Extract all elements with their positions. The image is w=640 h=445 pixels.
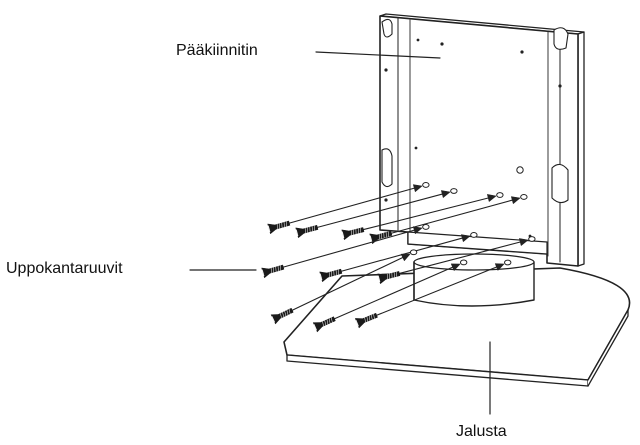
countersunk-screw-icon [341, 227, 365, 240]
screw-hole [422, 224, 430, 230]
bracket-label: Pääkiinnitin [176, 42, 258, 59]
screw-assembly [341, 192, 504, 240]
countersunk-screw-icon [267, 220, 291, 234]
insertion-arrow-head [450, 263, 461, 271]
stand-base-edge-right [587, 309, 629, 387]
insertion-arrow-line [362, 196, 491, 231]
insertion-arrow-head [441, 190, 451, 198]
insertion-arrow-head [487, 194, 497, 202]
insertion-arrow-line [288, 187, 417, 224]
screw-assembly [377, 236, 536, 284]
countersunk-screw-icon [377, 271, 401, 284]
screw-hole [520, 194, 528, 200]
screw-assembly [267, 182, 430, 234]
insertion-arrow-line [282, 229, 417, 268]
countersunk-screw-icon [261, 264, 285, 278]
screw-hole [409, 249, 418, 256]
screw-hole [528, 236, 536, 242]
leader-bracket [315, 51, 441, 59]
screws-label: Uppokantaruuvit [6, 260, 123, 277]
countersunk-screw-icon [369, 230, 393, 244]
insertion-arrow-head [511, 196, 521, 204]
screw-assembly [295, 188, 458, 238]
insertion-arrow-line [390, 199, 515, 234]
screw-assembly [261, 224, 430, 278]
mounting-bracket [379, 13, 585, 267]
keyhole-slot-bottom-left [381, 148, 393, 188]
screw-hole [459, 259, 468, 266]
insertion-arrow-head [400, 253, 411, 261]
insertion-arrow-line [316, 192, 445, 228]
screw-assembly [312, 259, 468, 333]
insertion-arrow-head [413, 226, 423, 234]
screw-hole [496, 192, 504, 198]
insertion-arrow-head [519, 238, 529, 246]
screw-hole [450, 188, 458, 194]
insertion-arrow-line [291, 256, 406, 311]
stand-label: Jalusta [456, 423, 507, 440]
screw-assembly [355, 259, 512, 329]
insertion-arrow-line [398, 240, 523, 275]
countersunk-screw-icon [312, 316, 336, 333]
keyhole-slot-top-right [553, 27, 569, 50]
screw-assembly [369, 194, 528, 244]
screw-assembly [270, 249, 418, 325]
keyhole-slot-top-left [381, 18, 393, 38]
countersunk-screw-icon [295, 224, 319, 238]
insertion-arrow-head [413, 184, 423, 192]
countersunk-screw-icon [355, 312, 378, 329]
stand-pedestal [413, 253, 535, 307]
screw-hole [470, 232, 478, 238]
screw-hole [422, 182, 430, 188]
countersunk-screw-icon [270, 308, 294, 325]
insertion-arrow-head [494, 263, 505, 271]
screw-assembly [319, 232, 478, 282]
screw-layer [261, 182, 536, 333]
keyhole-slot-bottom-right [551, 163, 569, 204]
insertion-arrow-line [376, 265, 499, 316]
stand-base [283, 267, 631, 387]
insertion-arrow-line [333, 265, 456, 320]
countersunk-screw-icon [319, 268, 343, 282]
insertion-arrow-head [461, 234, 471, 242]
screw-hole [504, 259, 512, 266]
